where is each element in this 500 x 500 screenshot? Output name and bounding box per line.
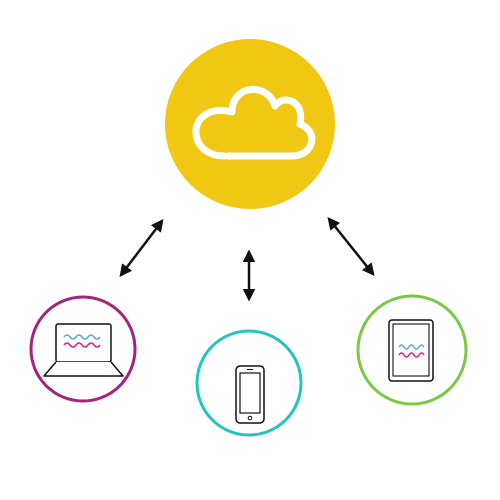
connections <box>119 217 375 302</box>
arrow-cloud-tablet <box>327 217 375 276</box>
tablet-node <box>356 294 468 406</box>
laptop-circle <box>29 295 137 403</box>
smartphone-icon <box>235 365 265 424</box>
laptop-node <box>29 295 137 403</box>
tablet-circle <box>356 294 468 406</box>
cloud-hub <box>165 39 335 209</box>
arrow-cloud-laptop <box>119 219 164 277</box>
cloud-circle <box>165 39 335 209</box>
smartphone-circle <box>195 329 303 437</box>
laptop-icon <box>43 323 124 377</box>
tablet-icon <box>388 319 434 382</box>
cloud-icon <box>192 86 316 160</box>
smartphone-node <box>195 329 303 437</box>
